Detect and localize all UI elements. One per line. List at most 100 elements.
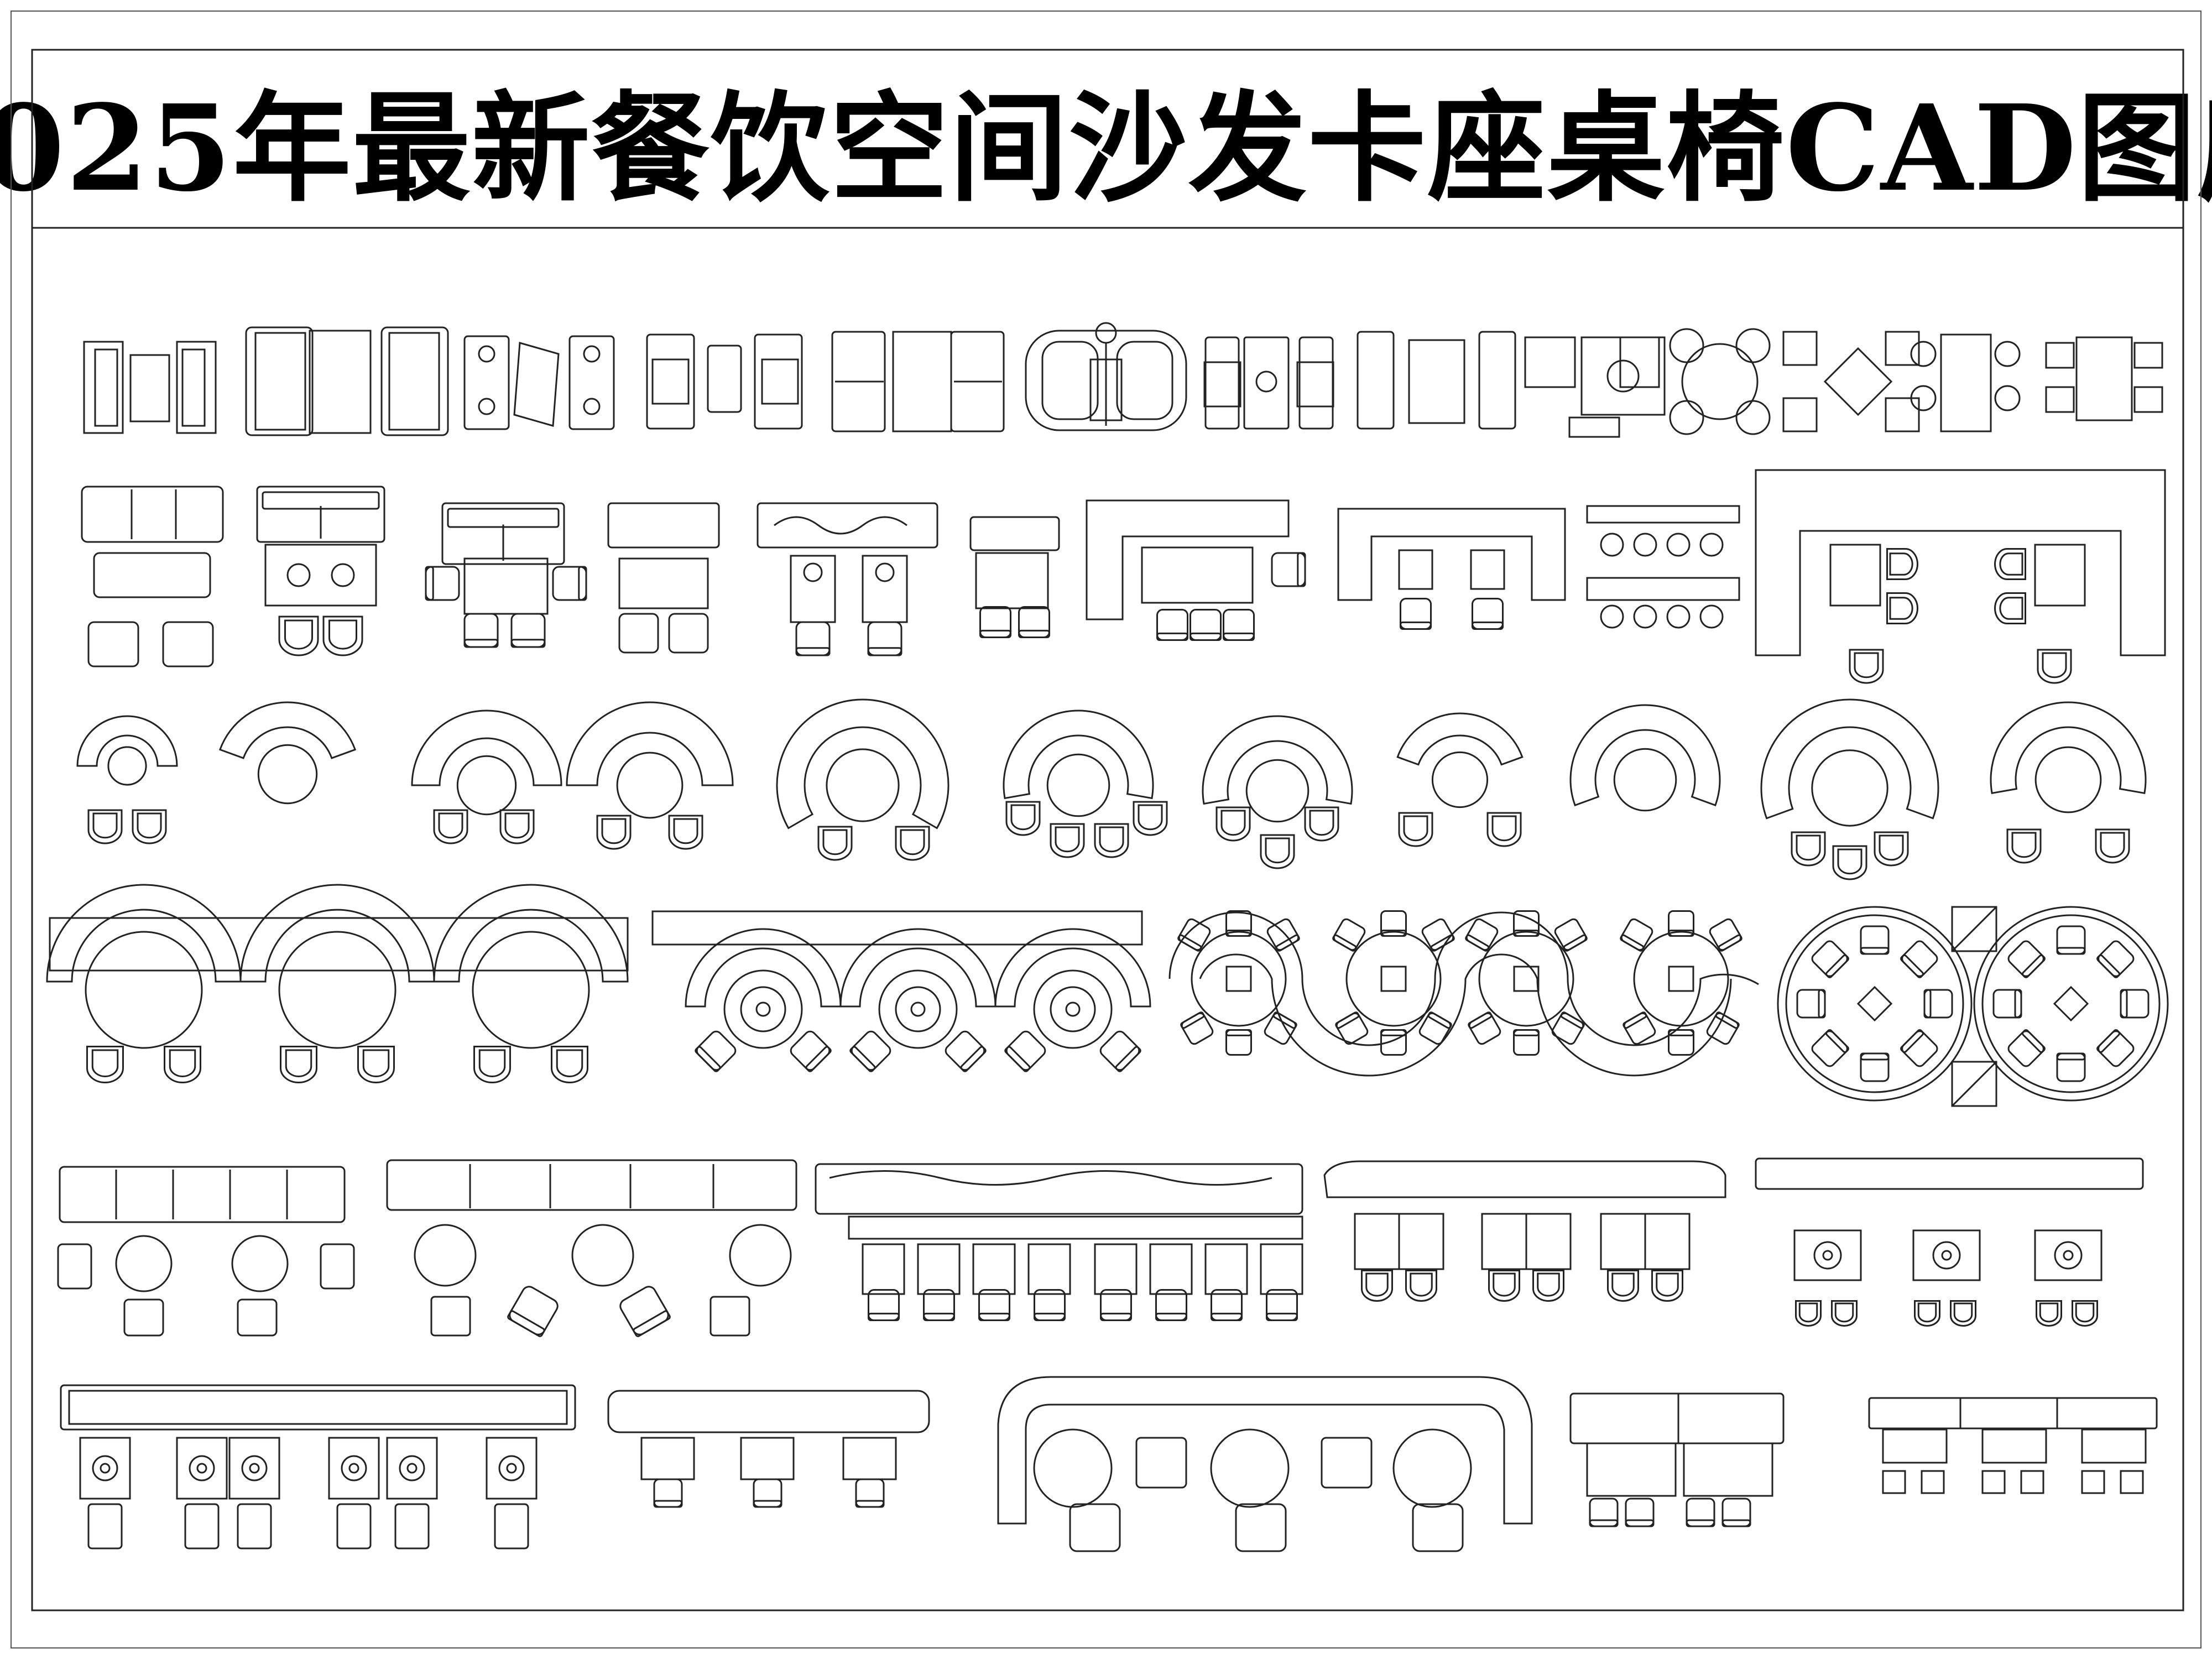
furniture-drawing <box>46 322 2169 1552</box>
chair <box>499 809 535 844</box>
armchair <box>123 1298 164 1337</box>
chair-back <box>1923 989 1932 1019</box>
table <box>176 1437 228 1500</box>
chair-back <box>1818 989 1826 1019</box>
chair-seat <box>1625 1498 1655 1527</box>
chair-seat <box>619 1286 669 1335</box>
tub-shell <box>1914 1300 1940 1327</box>
tub-seat <box>1365 1272 1389 1297</box>
row-3-round-booths <box>76 698 2147 880</box>
coffee-table-angled <box>513 342 560 427</box>
round-booth-sofa <box>411 709 562 786</box>
chair-back <box>1465 934 1490 952</box>
table <box>2075 336 2133 421</box>
tub-shell <box>132 809 167 844</box>
round-table <box>1245 759 1310 823</box>
round-table <box>826 748 900 822</box>
chair <box>1215 806 1251 842</box>
chair-back <box>1589 1519 1619 1527</box>
chair-back <box>1715 1011 1740 1029</box>
round-booth-sofa <box>218 701 357 759</box>
chair-back <box>1115 1046 1141 1072</box>
l-sofa <box>1086 499 1290 620</box>
row-1-sofa-sets <box>83 322 2163 438</box>
chair-back <box>1563 934 1588 952</box>
long-sofa <box>815 1163 1303 1215</box>
burner <box>399 1455 425 1481</box>
tub-shell <box>1874 831 1909 867</box>
chair <box>1472 598 1504 630</box>
chair <box>1910 385 1937 411</box>
chair-back <box>1900 954 1924 978</box>
chair <box>753 1478 782 1508</box>
table <box>1089 358 1123 421</box>
tub-seat <box>1309 810 1334 836</box>
chair <box>1735 328 1771 363</box>
tub-seat <box>1999 597 2023 620</box>
table <box>79 1437 131 1500</box>
round-table <box>2034 746 2102 813</box>
table <box>862 1243 905 1295</box>
chair <box>618 613 659 654</box>
chair-back <box>1620 934 1645 952</box>
chair-back <box>1018 629 1050 638</box>
tub-seat <box>1010 804 1036 831</box>
chair-back <box>1335 1011 1360 1029</box>
chair-back <box>1223 632 1255 641</box>
sofa-right <box>754 333 803 430</box>
chair <box>1849 649 1884 684</box>
burner-center <box>506 1463 517 1474</box>
chair <box>1914 1300 1940 1327</box>
armchair <box>237 1298 278 1337</box>
chair-hatched <box>336 1503 372 1550</box>
chair-back <box>1190 632 1222 641</box>
seat <box>1041 341 1099 420</box>
chair <box>1721 1498 1751 1527</box>
tub-seat <box>1796 834 1821 861</box>
chair-back <box>1100 1312 1132 1321</box>
tub-shell <box>280 1046 317 1083</box>
chair <box>132 809 167 844</box>
tub-seat <box>1493 1272 1516 1297</box>
chair <box>425 566 460 601</box>
table <box>1912 1229 1981 1281</box>
chair-seat <box>2007 940 2044 977</box>
armchair <box>87 621 139 667</box>
chair <box>978 1289 1010 1321</box>
tub-seat <box>1611 1272 1635 1297</box>
chair <box>1094 823 1129 858</box>
chair-back <box>510 639 546 648</box>
chair-back <box>1468 1011 1493 1029</box>
chair <box>1211 1289 1243 1321</box>
hotpot-center <box>1822 1250 1833 1261</box>
chair <box>1264 1011 1297 1045</box>
tub-seat <box>478 1049 506 1077</box>
banquet-round <box>1973 906 2169 1102</box>
chair-seat <box>1811 1030 1848 1067</box>
seat <box>651 358 690 405</box>
round-table <box>723 969 803 1049</box>
tub-shell <box>2095 828 2130 864</box>
chair-back <box>1472 621 1504 630</box>
chair <box>1465 918 1499 952</box>
chair-seat <box>2007 1030 2044 1067</box>
sofa-right <box>568 335 615 430</box>
chair-back <box>1686 1519 1715 1527</box>
chair <box>2072 1300 2098 1327</box>
chair-hatched <box>184 1503 220 1550</box>
bar-stool <box>1633 604 1657 629</box>
chair <box>923 1289 955 1321</box>
tub-shell <box>2036 1300 2062 1327</box>
chair-seat <box>2056 925 2086 955</box>
tub-seat <box>1889 597 1913 620</box>
round-table <box>616 752 684 819</box>
chair <box>1923 989 1953 1019</box>
row-5-long-booths <box>57 1157 2144 1337</box>
tub-seat <box>328 619 357 650</box>
tub-seat <box>92 812 118 839</box>
plate <box>1606 359 1640 393</box>
table <box>1141 546 1254 604</box>
chair <box>87 809 123 844</box>
chair <box>1620 918 1653 952</box>
